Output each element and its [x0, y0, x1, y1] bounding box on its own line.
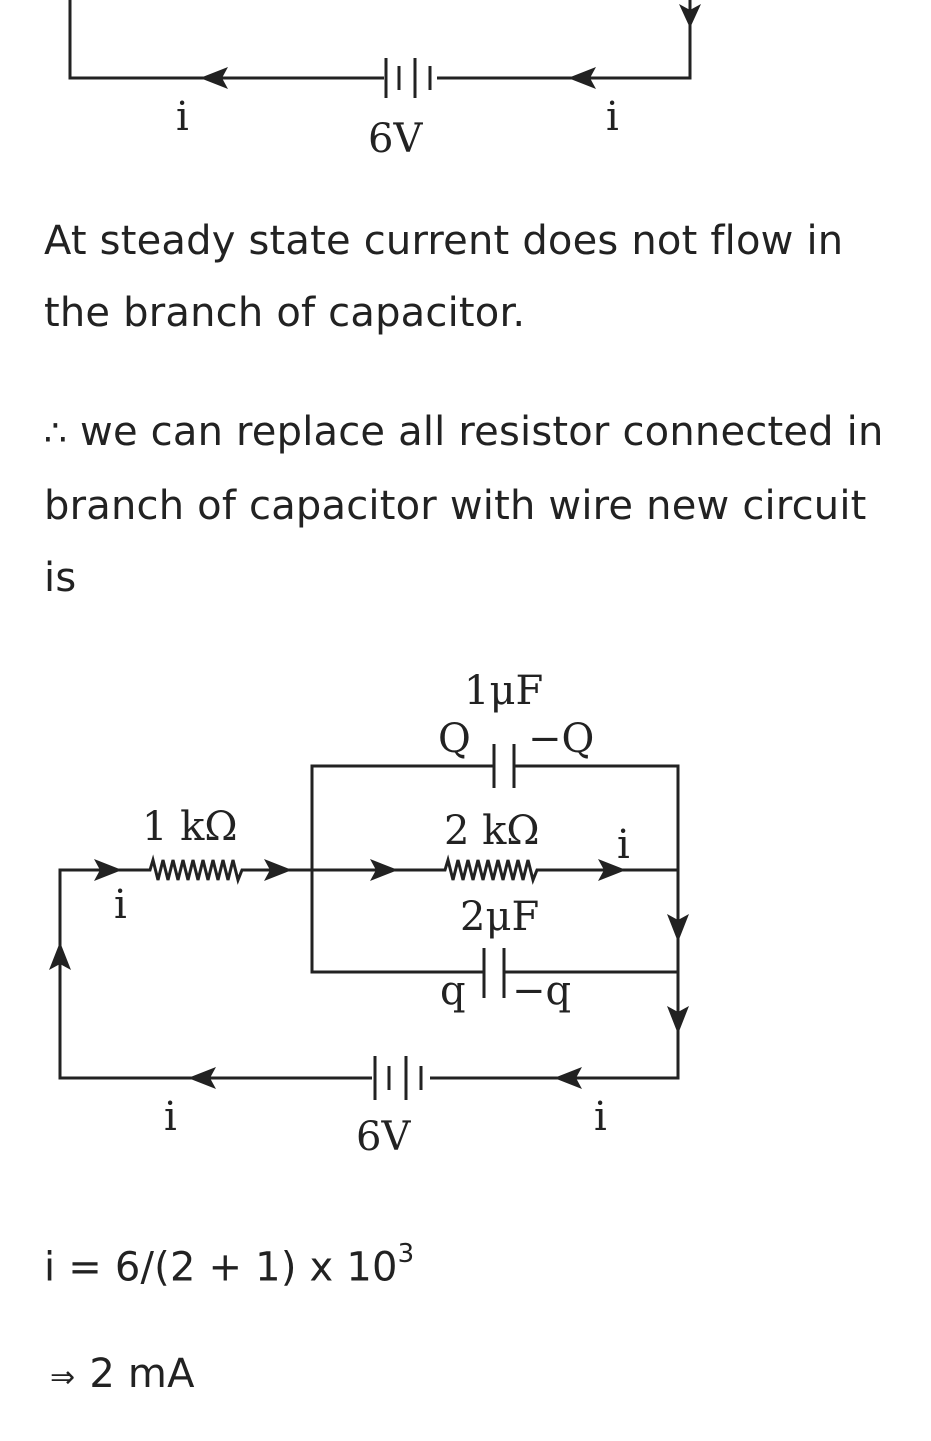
capacitor-1uf-left-charge: Q: [438, 716, 471, 762]
steady-state-paragraph: At steady state current does not flow in…: [44, 205, 931, 349]
top-battery-label: 6V: [368, 116, 423, 162]
capacitor-2uf-label: 2μF: [460, 894, 539, 940]
top-current-right-label: i: [606, 94, 619, 140]
current-arrow-right-icon: [598, 859, 626, 881]
equation-exponent: 3: [397, 1239, 415, 1269]
capacitor-2uf-left-charge: q: [440, 968, 466, 1014]
paragraph-line: the branch of capacitor.: [44, 290, 526, 336]
current-arrow-down-icon: [679, 4, 701, 28]
current-arrow-right-icon: [568, 67, 596, 89]
therefore-symbol: ∴: [44, 413, 68, 454]
lower-branch-wire: [310, 870, 484, 974]
current-arrow-right-icon: [94, 859, 122, 881]
current-bottom-left-label: i: [164, 1094, 177, 1140]
current-left-label: i: [114, 882, 127, 928]
left-wire: [58, 868, 372, 1080]
current-arrow-down-icon: [667, 914, 689, 942]
top-right-wire: [437, 0, 692, 80]
implies-symbol: ⇒: [50, 1360, 76, 1395]
capacitor-1uf-label: 1μF: [464, 668, 543, 714]
current-arrow-right-icon: [264, 859, 292, 881]
replace-resistor-paragraph: ∴ we can replace all resistor connected …: [44, 396, 931, 614]
paragraph-line: branch of capacitor with wire new circui…: [44, 483, 867, 529]
capacitor-2uf-right-charge: −q: [512, 968, 571, 1014]
current-mid-right-label: i: [617, 822, 630, 868]
paragraph-line: is: [44, 555, 77, 601]
current-arrow-left-icon: [200, 67, 228, 89]
resistor-2k-label: 2 kΩ: [444, 808, 540, 854]
battery-label: 6V: [356, 1114, 411, 1160]
top-left-wire: [68, 0, 384, 80]
resistor-1k-label: 1 kΩ: [142, 804, 238, 850]
equation-text: i = 6/(2 + 1) x 10: [44, 1244, 398, 1291]
current-arrow-left-icon: [188, 1067, 216, 1089]
upper-branch-wire: [310, 764, 494, 870]
paragraph-line-text: we can replace all resistor connected in: [80, 409, 884, 455]
resistor-1k-icon: [100, 854, 312, 885]
paragraph-line: ∴ we can replace all resistor connected …: [44, 396, 931, 470]
current-arrow-left-icon: [554, 1067, 582, 1089]
top-circuit-diagram: i 6V i: [68, 0, 701, 162]
result-line: ⇒ 2 mA: [44, 1338, 931, 1414]
resistor-2k-icon: [312, 854, 678, 885]
current-arrow-right-icon: [370, 859, 398, 881]
result-text: 2 mA: [89, 1351, 195, 1397]
current-equation: i = 6/(2 + 1) x 103: [44, 1222, 931, 1303]
top-current-left-label: i: [176, 94, 189, 140]
current-arrow-down-icon: [667, 1006, 689, 1034]
current-arrow-up-icon: [49, 942, 71, 970]
current-bottom-right-label: i: [594, 1094, 607, 1140]
circuit-diagram: 1μF Q −Q 1 kΩ 2 kΩ i i 2μF q −q i 6V i: [49, 668, 689, 1160]
paragraph-line: At steady state current does not flow in: [44, 218, 844, 264]
capacitor-1uf-right-charge: −Q: [528, 716, 594, 762]
